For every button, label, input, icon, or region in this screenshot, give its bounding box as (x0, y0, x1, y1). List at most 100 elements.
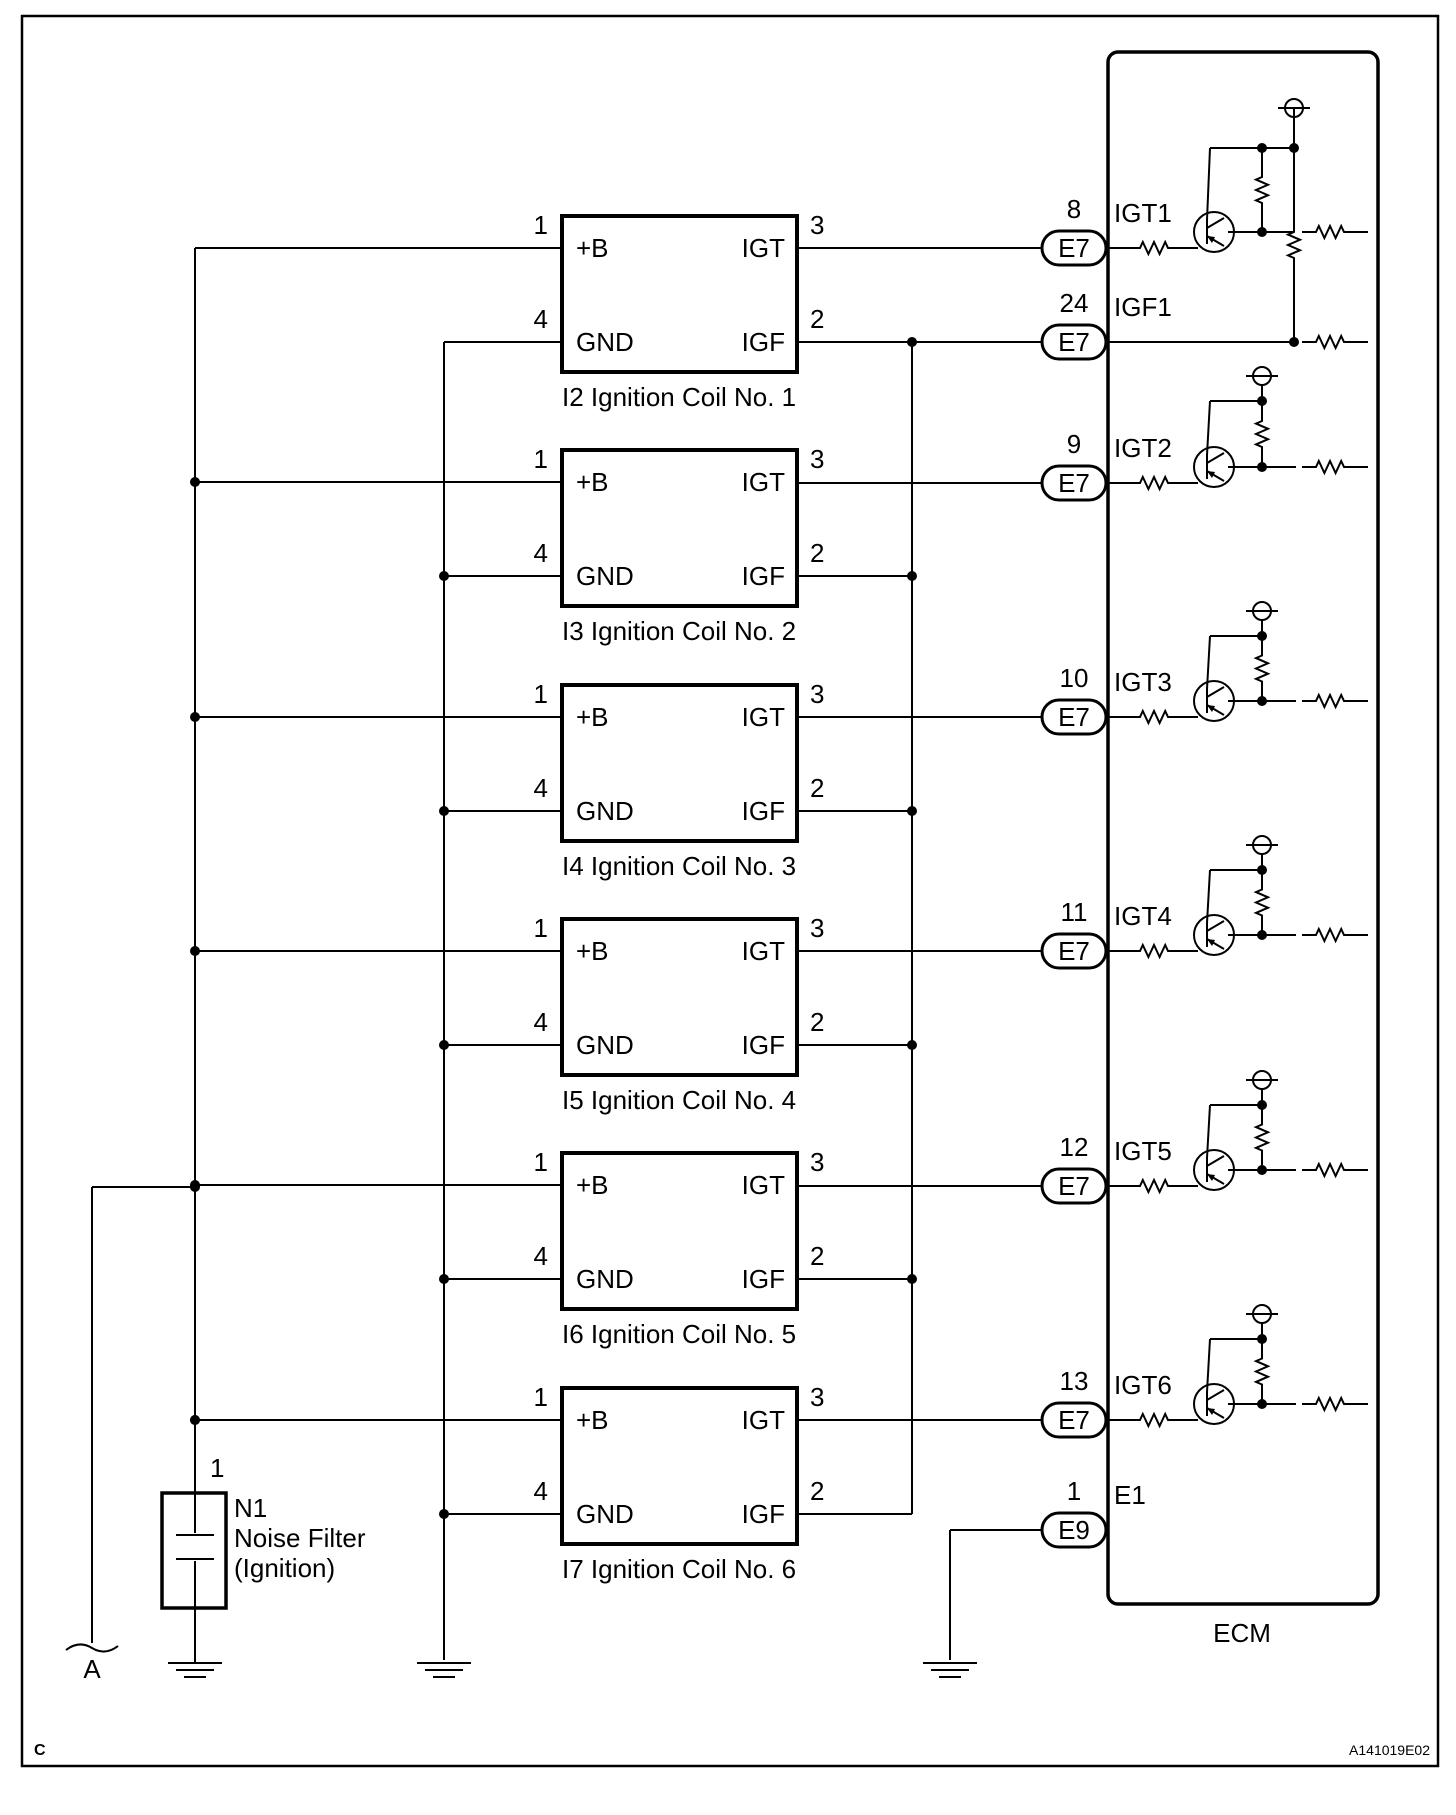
coil-caption: I6 Ignition Coil No. 5 (562, 1319, 796, 1349)
coil-pin-gnd: 4 (534, 1241, 548, 1271)
coil-pin-plus-b: 1 (534, 444, 548, 474)
coil-pin-gnd: 4 (534, 304, 548, 334)
branch-label-a: A (83, 1654, 101, 1684)
ecm-pin-number: 24 (1060, 288, 1089, 318)
gnd-junction (439, 571, 449, 581)
plus-b-junction (190, 712, 200, 722)
noise-filter-name: Noise Filter (234, 1523, 366, 1553)
coil-pin-igt: 3 (810, 913, 824, 943)
gnd-junction (439, 1040, 449, 1050)
coil-caption: I2 Ignition Coil No. 1 (562, 382, 796, 412)
noise-filter-id: N1 (234, 1493, 267, 1523)
coil-box (560, 917, 799, 1077)
coil-terminal-igf: IGF (742, 1030, 785, 1060)
ecm-signal-name: IGT5 (1114, 1136, 1172, 1166)
coil-terminal-gnd: GND (576, 1499, 634, 1529)
coil-pin-igf: 2 (810, 1007, 824, 1037)
coil-terminal-igt: IGT (742, 233, 785, 263)
connector-code: E7 (1058, 327, 1090, 357)
coil-pin-igt: 3 (810, 679, 824, 709)
igf-junction (907, 806, 917, 816)
outer-frame (20, 14, 1440, 1768)
ecm-terminal-igt6: E7 13 IGT6 (797, 1366, 1172, 1439)
ecm-label: ECM (1213, 1618, 1271, 1648)
gnd-junction (439, 1509, 449, 1519)
plus-b-junction (190, 946, 200, 956)
ignition-coil-4: +B GND IGT IGF 1 4 3 2 I5 Ignition Coil No. 4 (190, 913, 917, 1115)
coil-terminal-plus-b: +B (576, 702, 609, 732)
coil-terminal-igt: IGT (742, 702, 785, 732)
coil-pin-plus-b: 1 (534, 1147, 548, 1177)
coil-pin-plus-b: 1 (534, 913, 548, 943)
coil-pin-igf: 2 (810, 1476, 824, 1506)
noise-filter-type: (Ignition) (234, 1553, 335, 1583)
coil-terminal-igt: IGT (742, 467, 785, 497)
ecm-signal-name: IGT6 (1114, 1370, 1172, 1400)
connector-pill (1040, 1511, 1108, 1549)
coil-box (560, 448, 799, 608)
coil-terminal-igf: IGF (742, 327, 785, 357)
coil-caption: I7 Ignition Coil No. 6 (562, 1554, 796, 1584)
plus-b-junction (190, 477, 200, 487)
coil-pin-gnd: 4 (534, 1007, 548, 1037)
coil-terminal-plus-b: +B (576, 1170, 609, 1200)
ecm-internal-circuit (1106, 98, 1368, 1429)
coil-box (560, 214, 799, 374)
coil-terminal-gnd: GND (576, 1030, 634, 1060)
coil-terminal-plus-b: +B (576, 467, 609, 497)
coil-caption: I4 Ignition Coil No. 3 (562, 851, 796, 881)
connector-code: E7 (1058, 233, 1090, 263)
coil-caption: I5 Ignition Coil No. 4 (562, 1085, 796, 1115)
coil-terminal-igt: IGT (742, 936, 785, 966)
gnd-junction (439, 806, 449, 816)
connector-code: E7 (1058, 702, 1090, 732)
coil-caption: I3 Ignition Coil No. 2 (562, 616, 796, 646)
coil-terminal-igf: IGF (742, 561, 785, 591)
coil-box (560, 683, 799, 843)
coil-terminal-plus-b: +B (576, 936, 609, 966)
noise-filter-pin: 1 (210, 1453, 224, 1483)
coil-terminal-plus-b: +B (576, 1405, 609, 1435)
connector-code: E7 (1058, 1405, 1090, 1435)
coil-box (560, 1386, 799, 1546)
ecm-box (1106, 50, 1380, 1606)
ecm-signal-name: E1 (1114, 1480, 1146, 1510)
ground-symbol-noise-filter (168, 1660, 222, 1678)
igf-junction (907, 571, 917, 581)
coil-pin-igt: 3 (810, 210, 824, 240)
coil-pin-igf: 2 (810, 304, 824, 334)
coil-pin-igt: 3 (810, 1382, 824, 1412)
connector-code: E7 (1058, 936, 1090, 966)
ground-symbol-coils (417, 1662, 471, 1678)
ignition-coils: +B GND IGT IGF 1 4 3 2 I2 Ignition Coil No. 1 +B G… (190, 210, 1042, 1584)
coil-box (560, 1151, 799, 1311)
coil-terminal-igf: IGF (742, 796, 785, 826)
igf-junction (907, 1040, 917, 1050)
ground-symbol-ecm (923, 1662, 977, 1678)
ecm-signal-name: IGT1 (1114, 198, 1172, 228)
plus-b-junction (190, 1415, 200, 1425)
coil-terminal-gnd: GND (576, 796, 634, 826)
ecm-pin-number: 1 (1067, 1476, 1081, 1506)
coil-pin-gnd: 4 (534, 538, 548, 568)
ecm-pin-number: 9 (1067, 429, 1081, 459)
coil-terminal-igt: IGT (742, 1170, 785, 1200)
ecm-signal-name: IGT3 (1114, 667, 1172, 697)
corner-letter: C (34, 1742, 46, 1759)
ecm-pin-number: 13 (1060, 1366, 1089, 1396)
branch-a-junction (190, 1182, 200, 1192)
coil-terminal-gnd: GND (576, 1264, 634, 1294)
coil-pin-igt: 3 (810, 444, 824, 474)
coil-pin-plus-b: 1 (534, 210, 548, 240)
coil-terminal-gnd: GND (576, 327, 634, 357)
